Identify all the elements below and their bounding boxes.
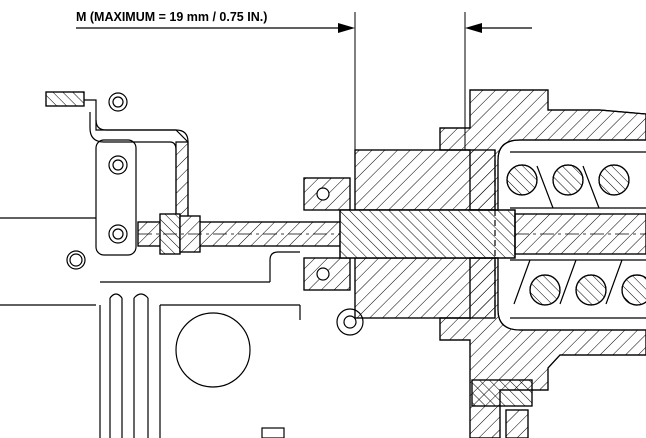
dimension-arrow-right xyxy=(465,23,482,33)
shaft xyxy=(514,213,646,255)
dimension-label: M (MAXIMUM = 19 mm / 0.75 IN.) xyxy=(76,10,267,24)
dimension-callout: M (MAXIMUM = 19 mm / 0.75 IN.) xyxy=(76,10,532,150)
linkage-bracket xyxy=(45,91,189,270)
spring xyxy=(506,151,646,319)
housing-outline xyxy=(0,217,301,438)
lock-nut xyxy=(303,177,364,336)
adjusting-rod xyxy=(137,213,400,255)
flange-housing xyxy=(439,89,646,438)
dimension-arrow-left xyxy=(338,23,355,33)
